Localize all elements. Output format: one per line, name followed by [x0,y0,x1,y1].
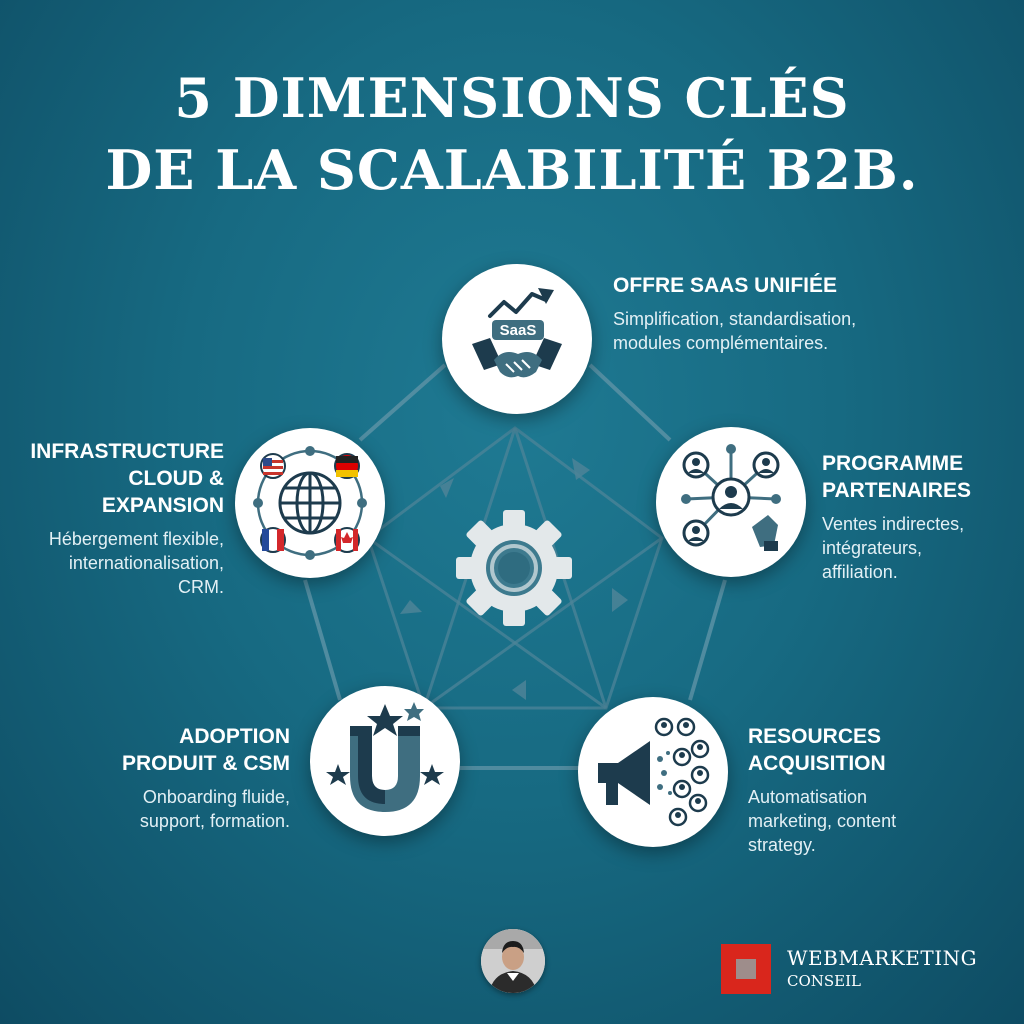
connector-partenaires-acquisition [688,579,727,701]
globe-network-icon [253,446,367,560]
arrow-head-3 [512,680,526,700]
heading-infrastructure: INFRASTRUCTURE CLOUD & EXPANSION [30,440,224,517]
author-avatar-icon [481,929,545,993]
star-right [420,764,444,785]
star-left [326,764,350,785]
megaphone-audience-icon [598,717,710,827]
star-small [404,702,424,721]
arrow-head-5 [440,478,454,498]
label-offre: OFFRE SAAS UNIFIÉE Simplification, stand… [613,272,913,355]
desc-offre: Simplification, standardisation, modules… [613,309,857,353]
magnet-stars-icon [326,702,444,812]
star-top [367,704,403,736]
label-acquisition: RESOURCES ACQUISITION Automatisation mar… [748,723,948,857]
connector-adoption-infrastructure [303,579,342,701]
desc-infrastructure: Hébergement flexible, internationalisati… [48,529,224,597]
brand-name: WEBMARKETING [787,946,978,970]
heading-offre: OFFRE SAAS UNIFIÉE [613,274,838,297]
adoption-circle [310,686,460,836]
flag-canada-icon [334,527,360,553]
inner-link-3 [367,536,607,710]
saas-icon-text: SaaS [500,322,537,339]
gear-icon [456,510,572,626]
partner-network-icon [681,444,781,551]
flag-usa-icon [260,453,286,479]
desc-acquisition: Automatisation marketing, content strate… [748,787,897,855]
label-infrastructure: INFRASTRUCTURE CLOUD & EXPANSION Héberge… [10,438,224,599]
label-partenaires: PROGRAMME PARTENAIRES Ventes indirectes,… [822,450,1012,584]
brand-logo: WEBMARKETING CONSEIL [721,944,981,994]
connector-offre-partenaires [588,363,672,442]
inner-link-2 [423,536,663,710]
heading-partenaires: PROGRAMME PARTENAIRES [822,452,971,502]
saas-handshake-icon: SaaS [472,288,562,378]
partenaires-circle [656,427,806,577]
arrow-head-1 [572,458,590,480]
flag-germany-icon [334,453,360,479]
arrow-head-4 [400,600,422,614]
page-title: 5 DIMENSIONS CLÉS DE LA SCALABILITÉ B2B. [0,62,1024,206]
acquisition-circle [578,697,728,847]
connector-infrastructure-offre [358,363,447,442]
offre-saas-circle: SaaS [442,264,592,414]
flag-france-icon [260,527,286,553]
label-adoption: ADOPTION PRODUIT & CSM Onboarding fluide… [80,723,290,833]
title-line-2: DE LA SCALABILITÉ B2B. [105,138,919,202]
title-line-1: 5 DIMENSIONS CLÉS [174,66,850,130]
heading-acquisition: RESOURCES ACQUISITION [748,725,886,775]
brand-mark-icon [721,944,771,994]
author-avatar [481,929,545,993]
desc-partenaires: Ventes indirectes, intégrateurs, affilia… [822,514,965,582]
inner-star-outline [366,426,664,710]
arrow-head-2 [612,588,628,612]
heading-adoption: ADOPTION PRODUIT & CSM [122,725,290,775]
infrastructure-circle [235,428,385,578]
brand-sub: CONSEIL [787,972,862,990]
desc-adoption: Onboarding fluide, support, formation. [139,787,290,831]
